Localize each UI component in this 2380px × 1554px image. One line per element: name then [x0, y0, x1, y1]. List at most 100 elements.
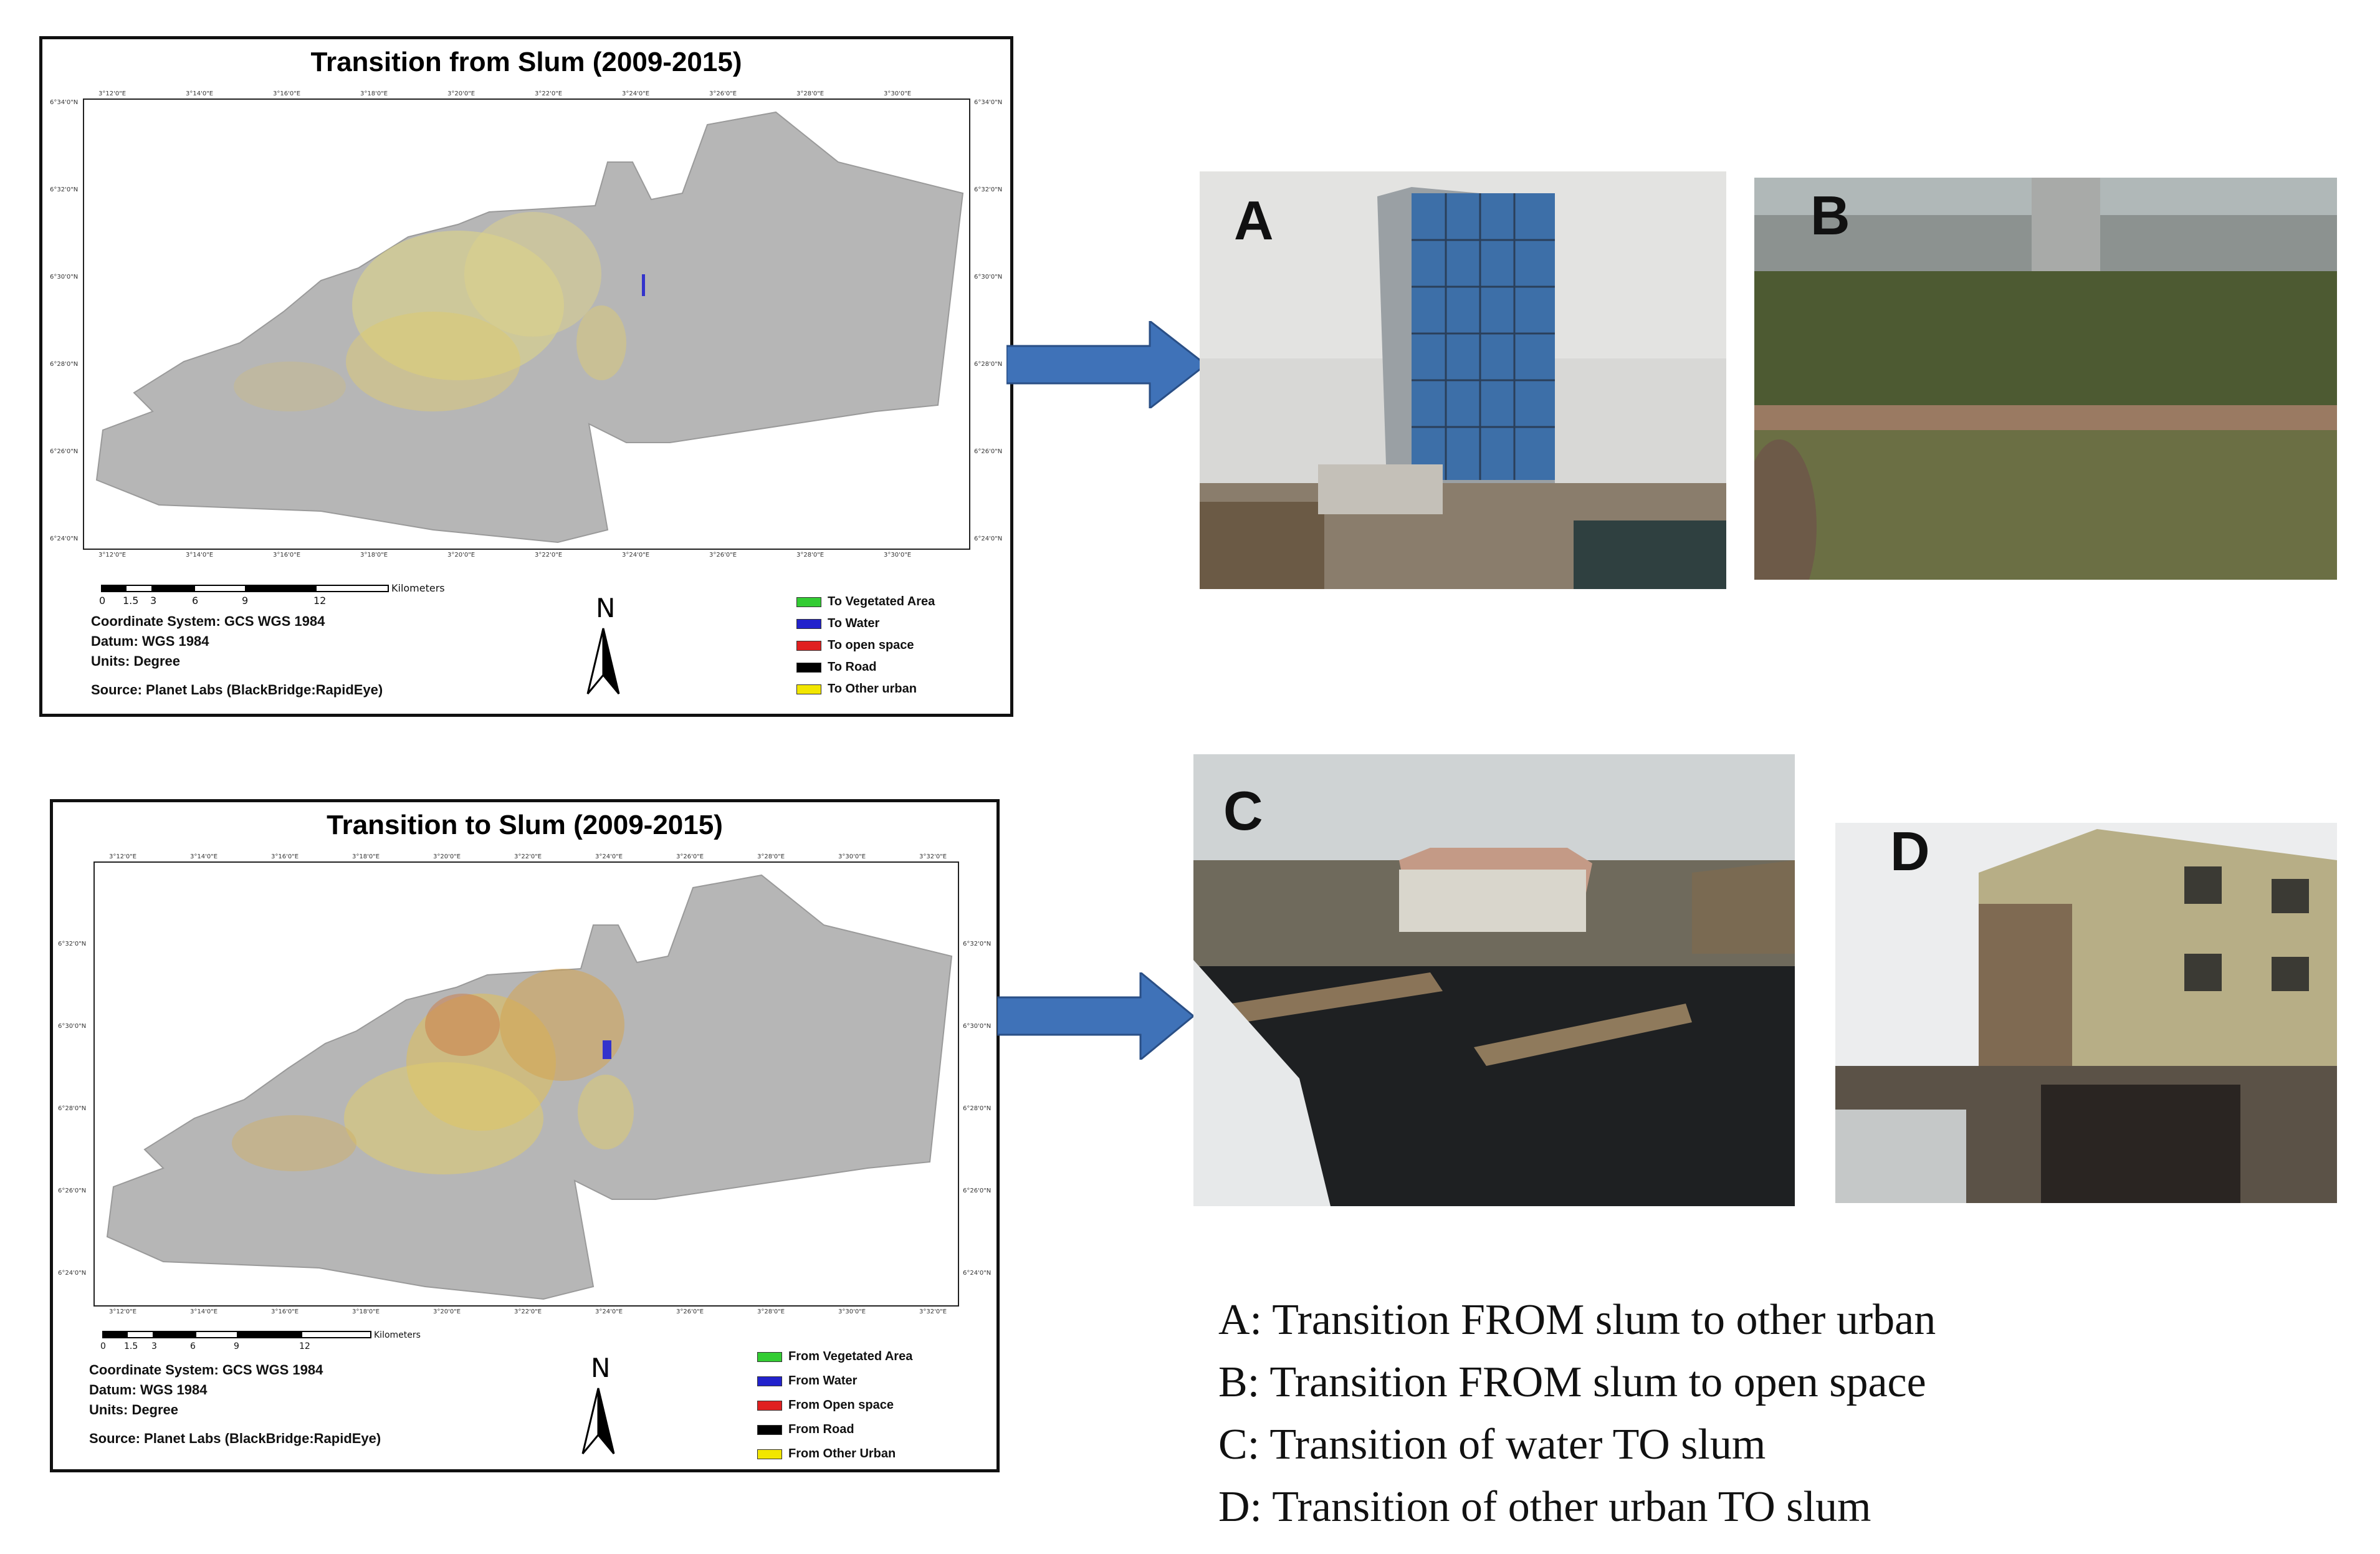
lon-tick: 3°16'0"E — [271, 853, 299, 860]
lon-tick: 3°30'0"E — [884, 552, 911, 559]
lat-tick: 6°30'0"N — [974, 274, 1002, 281]
map-title: Transition to Slum (2009-2015) — [327, 810, 723, 840]
map-panel-transition-to-slum: Transition to Slum (2009-2015) 3°12'0"E … — [50, 799, 1000, 1472]
map-area — [106, 874, 953, 1300]
lagos-region-shape — [95, 111, 964, 544]
lat-tick: 6°30'0"N — [58, 1023, 86, 1030]
legend-item: To Other urban — [796, 678, 935, 700]
map-legend: To Vegetated Area To Water To open space… — [796, 591, 935, 700]
map-panel-transition-from-slum: Transition from Slum (2009-2015) 3°12'0"… — [39, 36, 1013, 717]
lat-tick: 6°26'0"N — [50, 448, 78, 455]
scale-tick: 3 — [151, 1341, 157, 1351]
change-pixels — [234, 212, 626, 411]
lon-tick: 3°20'0"E — [433, 1308, 461, 1315]
lon-tick: 3°18'0"E — [360, 90, 388, 97]
legend-item: From Water — [757, 1369, 912, 1393]
map-ticks: 3°12'0"E 3°14'0"E 3°16'0"E 3°18'0"E 3°20… — [50, 90, 1002, 559]
scale-tick: 1.5 — [123, 595, 138, 607]
lon-tick: 3°28'0"E — [796, 552, 824, 559]
right-arrow-icon — [997, 972, 1195, 1060]
north-arrow: N — [578, 591, 628, 697]
scale-bar: 0 1.5 3 6 9 12 Kilometers — [95, 582, 445, 613]
lat-tick: 6°32'0"N — [974, 186, 1002, 193]
lon-tick: 3°32'0"E — [919, 1308, 947, 1315]
map-frame — [93, 861, 959, 1307]
coordinate-system: Coordinate System: GCS WGS 1984 — [91, 613, 325, 629]
legend-item: To Vegetated Area — [796, 591, 935, 613]
lon-tick: 3°12'0"E — [109, 1308, 136, 1315]
legend-item: To Road — [796, 656, 935, 678]
photo-d-apartment-block: D — [1835, 823, 2337, 1203]
lat-tick: 6°28'0"N — [50, 361, 78, 368]
legend-item: From Road — [757, 1417, 912, 1442]
units: Units: Degree — [91, 653, 181, 669]
lat-tick: 6°26'0"N — [963, 1187, 991, 1194]
lon-tick: 3°18'0"E — [360, 552, 388, 559]
lat-tick: 6°34'0"N — [974, 99, 1002, 106]
lat-tick: 6°32'0"N — [50, 186, 78, 193]
caption-d: D: Transition of other urban TO slum — [1218, 1483, 1871, 1531]
scale-tick: 3 — [150, 595, 156, 607]
lon-tick: 3°20'0"E — [433, 853, 461, 860]
map-frame — [83, 98, 970, 550]
lon-tick: 3°22'0"E — [514, 853, 542, 860]
datum: Datum: WGS 1984 — [91, 633, 209, 649]
lat-tick: 6°34'0"N — [50, 99, 78, 106]
change-pixels — [232, 969, 634, 1174]
caption-a: A: Transition FROM slum to other urban — [1218, 1296, 1936, 1344]
lat-tick: 6°28'0"N — [963, 1105, 991, 1112]
photo-b-open-space: B — [1754, 178, 2337, 580]
lat-tick: 6°28'0"N — [58, 1105, 86, 1112]
lon-tick: 3°30'0"E — [838, 1308, 866, 1315]
lon-tick: 3°28'0"E — [757, 853, 785, 860]
lon-tick: 3°14'0"E — [190, 853, 217, 860]
lon-tick: 3°18'0"E — [352, 853, 380, 860]
lon-tick: 3°14'0"E — [186, 90, 213, 97]
scale-tick: 9 — [234, 1341, 239, 1351]
lon-tick: 3°24'0"E — [622, 90, 649, 97]
photo-a-office-building: A — [1200, 171, 1726, 589]
scale-tick: 12 — [313, 595, 326, 607]
lon-tick: 3°28'0"E — [757, 1308, 785, 1315]
lat-tick: 6°26'0"N — [974, 448, 1002, 455]
scale-tick: 9 — [242, 595, 248, 607]
lat-tick: 6°24'0"N — [974, 535, 1002, 542]
scale-tick: 0 — [99, 595, 105, 607]
map-title: Transition from Slum (2009-2015) — [310, 47, 742, 77]
lon-tick: 3°30'0"E — [838, 853, 866, 860]
lat-tick: 6°24'0"N — [963, 1270, 991, 1277]
map-metadata: Coordinate System: GCS WGS 1984 Datum: W… — [89, 1360, 381, 1449]
scale-tick: 0 — [100, 1341, 106, 1351]
lon-tick: 3°24'0"E — [595, 1308, 623, 1315]
lon-tick: 3°26'0"E — [709, 552, 737, 559]
lon-tick: 3°12'0"E — [98, 90, 126, 97]
photo-label: B — [1810, 185, 1850, 246]
source: Source: Planet Labs (BlackBridge:RapidEy… — [91, 682, 383, 698]
lon-tick: 3°24'0"E — [622, 552, 649, 559]
photo-label: C — [1223, 780, 1263, 842]
lat-tick: 6°30'0"N — [50, 274, 78, 281]
scale-tick: 12 — [299, 1341, 310, 1351]
lat-tick: 6°32'0"N — [58, 941, 86, 947]
coordinate-system: Coordinate System: GCS WGS 1984 — [89, 1362, 323, 1378]
lon-tick: 3°20'0"E — [447, 552, 475, 559]
north-label: N — [591, 1353, 610, 1383]
lon-tick: 3°26'0"E — [709, 90, 737, 97]
lon-tick: 3°30'0"E — [884, 90, 911, 97]
lon-tick: 3°24'0"E — [595, 853, 623, 860]
map-metadata: Coordinate System: GCS WGS 1984 Datum: W… — [91, 612, 383, 700]
lon-tick: 3°28'0"E — [796, 90, 824, 97]
lon-tick: 3°22'0"E — [535, 552, 562, 559]
lon-tick: 3°16'0"E — [273, 552, 300, 559]
lon-tick: 3°14'0"E — [190, 1308, 217, 1315]
lat-tick: 6°32'0"N — [963, 941, 991, 947]
north-label: N — [596, 593, 615, 623]
lon-tick: 3°18'0"E — [352, 1308, 380, 1315]
north-arrow: N — [573, 1351, 623, 1457]
lon-tick: 3°16'0"E — [273, 90, 300, 97]
scale-tick: 6 — [192, 595, 198, 607]
lat-tick: 6°30'0"N — [963, 1023, 991, 1030]
photo-label: A — [1234, 189, 1274, 251]
scale-unit: Kilometers — [391, 582, 444, 594]
lon-tick: 3°14'0"E — [186, 552, 213, 559]
